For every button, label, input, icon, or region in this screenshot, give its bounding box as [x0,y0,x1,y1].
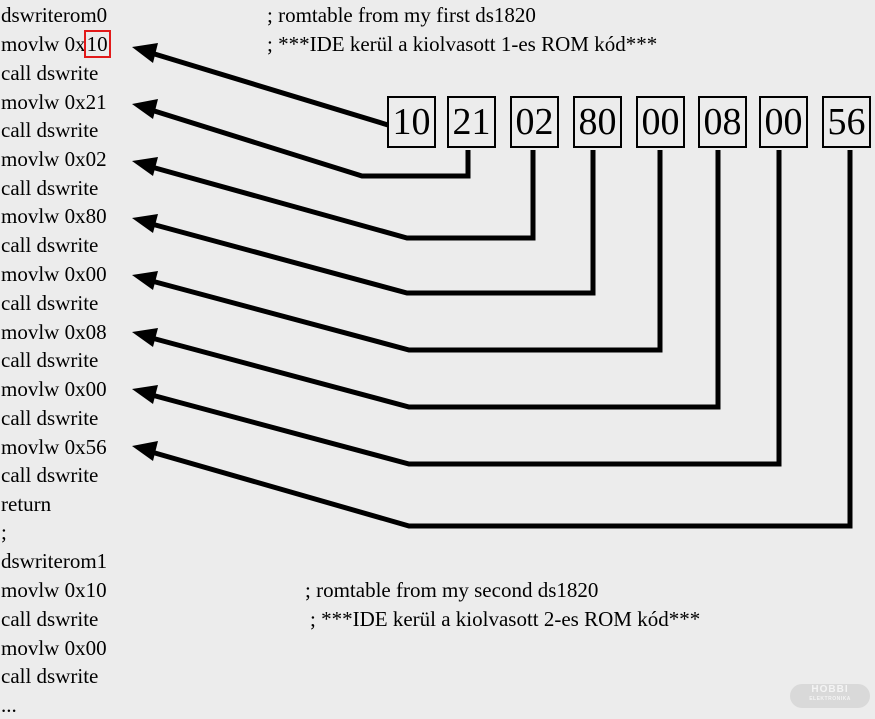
highlighted-byte: 10 [83,30,111,58]
code-line: movlw 0x00 [1,262,107,286]
watermark-logo: HOBBI ELEKTRONIKA [790,684,870,708]
arrowhead-icon [132,441,158,461]
code-label-dswriterom0: dswriterom0 [1,3,108,27]
arrowhead-icon [132,271,158,290]
rom-byte-box: 02 [510,96,559,148]
arrow-byte-8 [147,150,853,529]
arrow-byte-7 [147,150,782,467]
rom-byte-box: 80 [573,96,622,148]
rom-byte-box: 21 [447,96,496,148]
arrow-byte-2 [147,106,471,179]
comment-first-ide: ; ***IDE kerül a kiolvasott 1-es ROM kód… [267,32,658,56]
code-line: call dswrite [1,463,99,487]
rom-byte-box: 56 [822,96,871,148]
comment-first-table: ; romtable from my first ds1820 [267,3,536,27]
logo-sub-text: ELEKTRONIKA [809,696,851,702]
arrowhead-icon [132,328,158,347]
code-line: call dswrite [1,348,99,372]
rom-byte-box: 00 [759,96,808,148]
comment-second-table: ; romtable from my second ds1820 [305,578,599,602]
code-label-dswriterom1: dswriterom1 [1,549,108,573]
comment-second-ide: ; ***IDE kerül a kiolvasott 2-es ROM kód… [310,607,701,631]
code-line: movlw 0x08 [1,320,107,344]
rom-byte-box: 08 [698,96,747,148]
code-line: movlw 0x02 [1,147,107,171]
code-line-movlw-first: movlw 0x10 [1,30,111,58]
arrow-byte-4 [147,150,596,296]
arrow-byte-3 [147,150,536,241]
arrow-byte-6 [147,150,721,410]
code-line: call dswrite [1,607,99,631]
code-line: call dswrite [1,176,99,200]
logo-main-text: HOBBI [811,684,849,695]
arrowhead-icon [132,43,158,63]
code-line: call dswrite [1,118,99,142]
arrow-byte-1 [147,49,389,128]
rom-byte-box: 00 [636,96,685,148]
code-line: call dswrite [1,233,99,257]
code-line: return [1,492,52,516]
arrowhead-icon [132,385,158,404]
code-line: movlw 0x00 [1,377,107,401]
code-line: call dswrite [1,406,99,430]
code-line: movlw 0x10 [1,578,107,602]
code-prefix: movlw 0x [1,32,86,56]
code-line: movlw 0x80 [1,204,107,228]
code-line: movlw 0x21 [1,90,107,114]
code-line: call dswrite [1,291,99,315]
code-line: call dswrite [1,664,99,688]
arrowhead-icon [132,157,158,176]
code-line: movlw 0x56 [1,435,107,459]
arrow-byte-5 [147,150,663,353]
code-line: ... [1,693,17,717]
rom-byte-box: 10 [387,96,436,148]
arrowhead-icon [132,214,158,233]
code-line: movlw 0x00 [1,636,107,660]
code-line: ; [1,520,7,544]
arrowhead-icon [132,99,158,119]
code-line: call dswrite [1,61,99,85]
